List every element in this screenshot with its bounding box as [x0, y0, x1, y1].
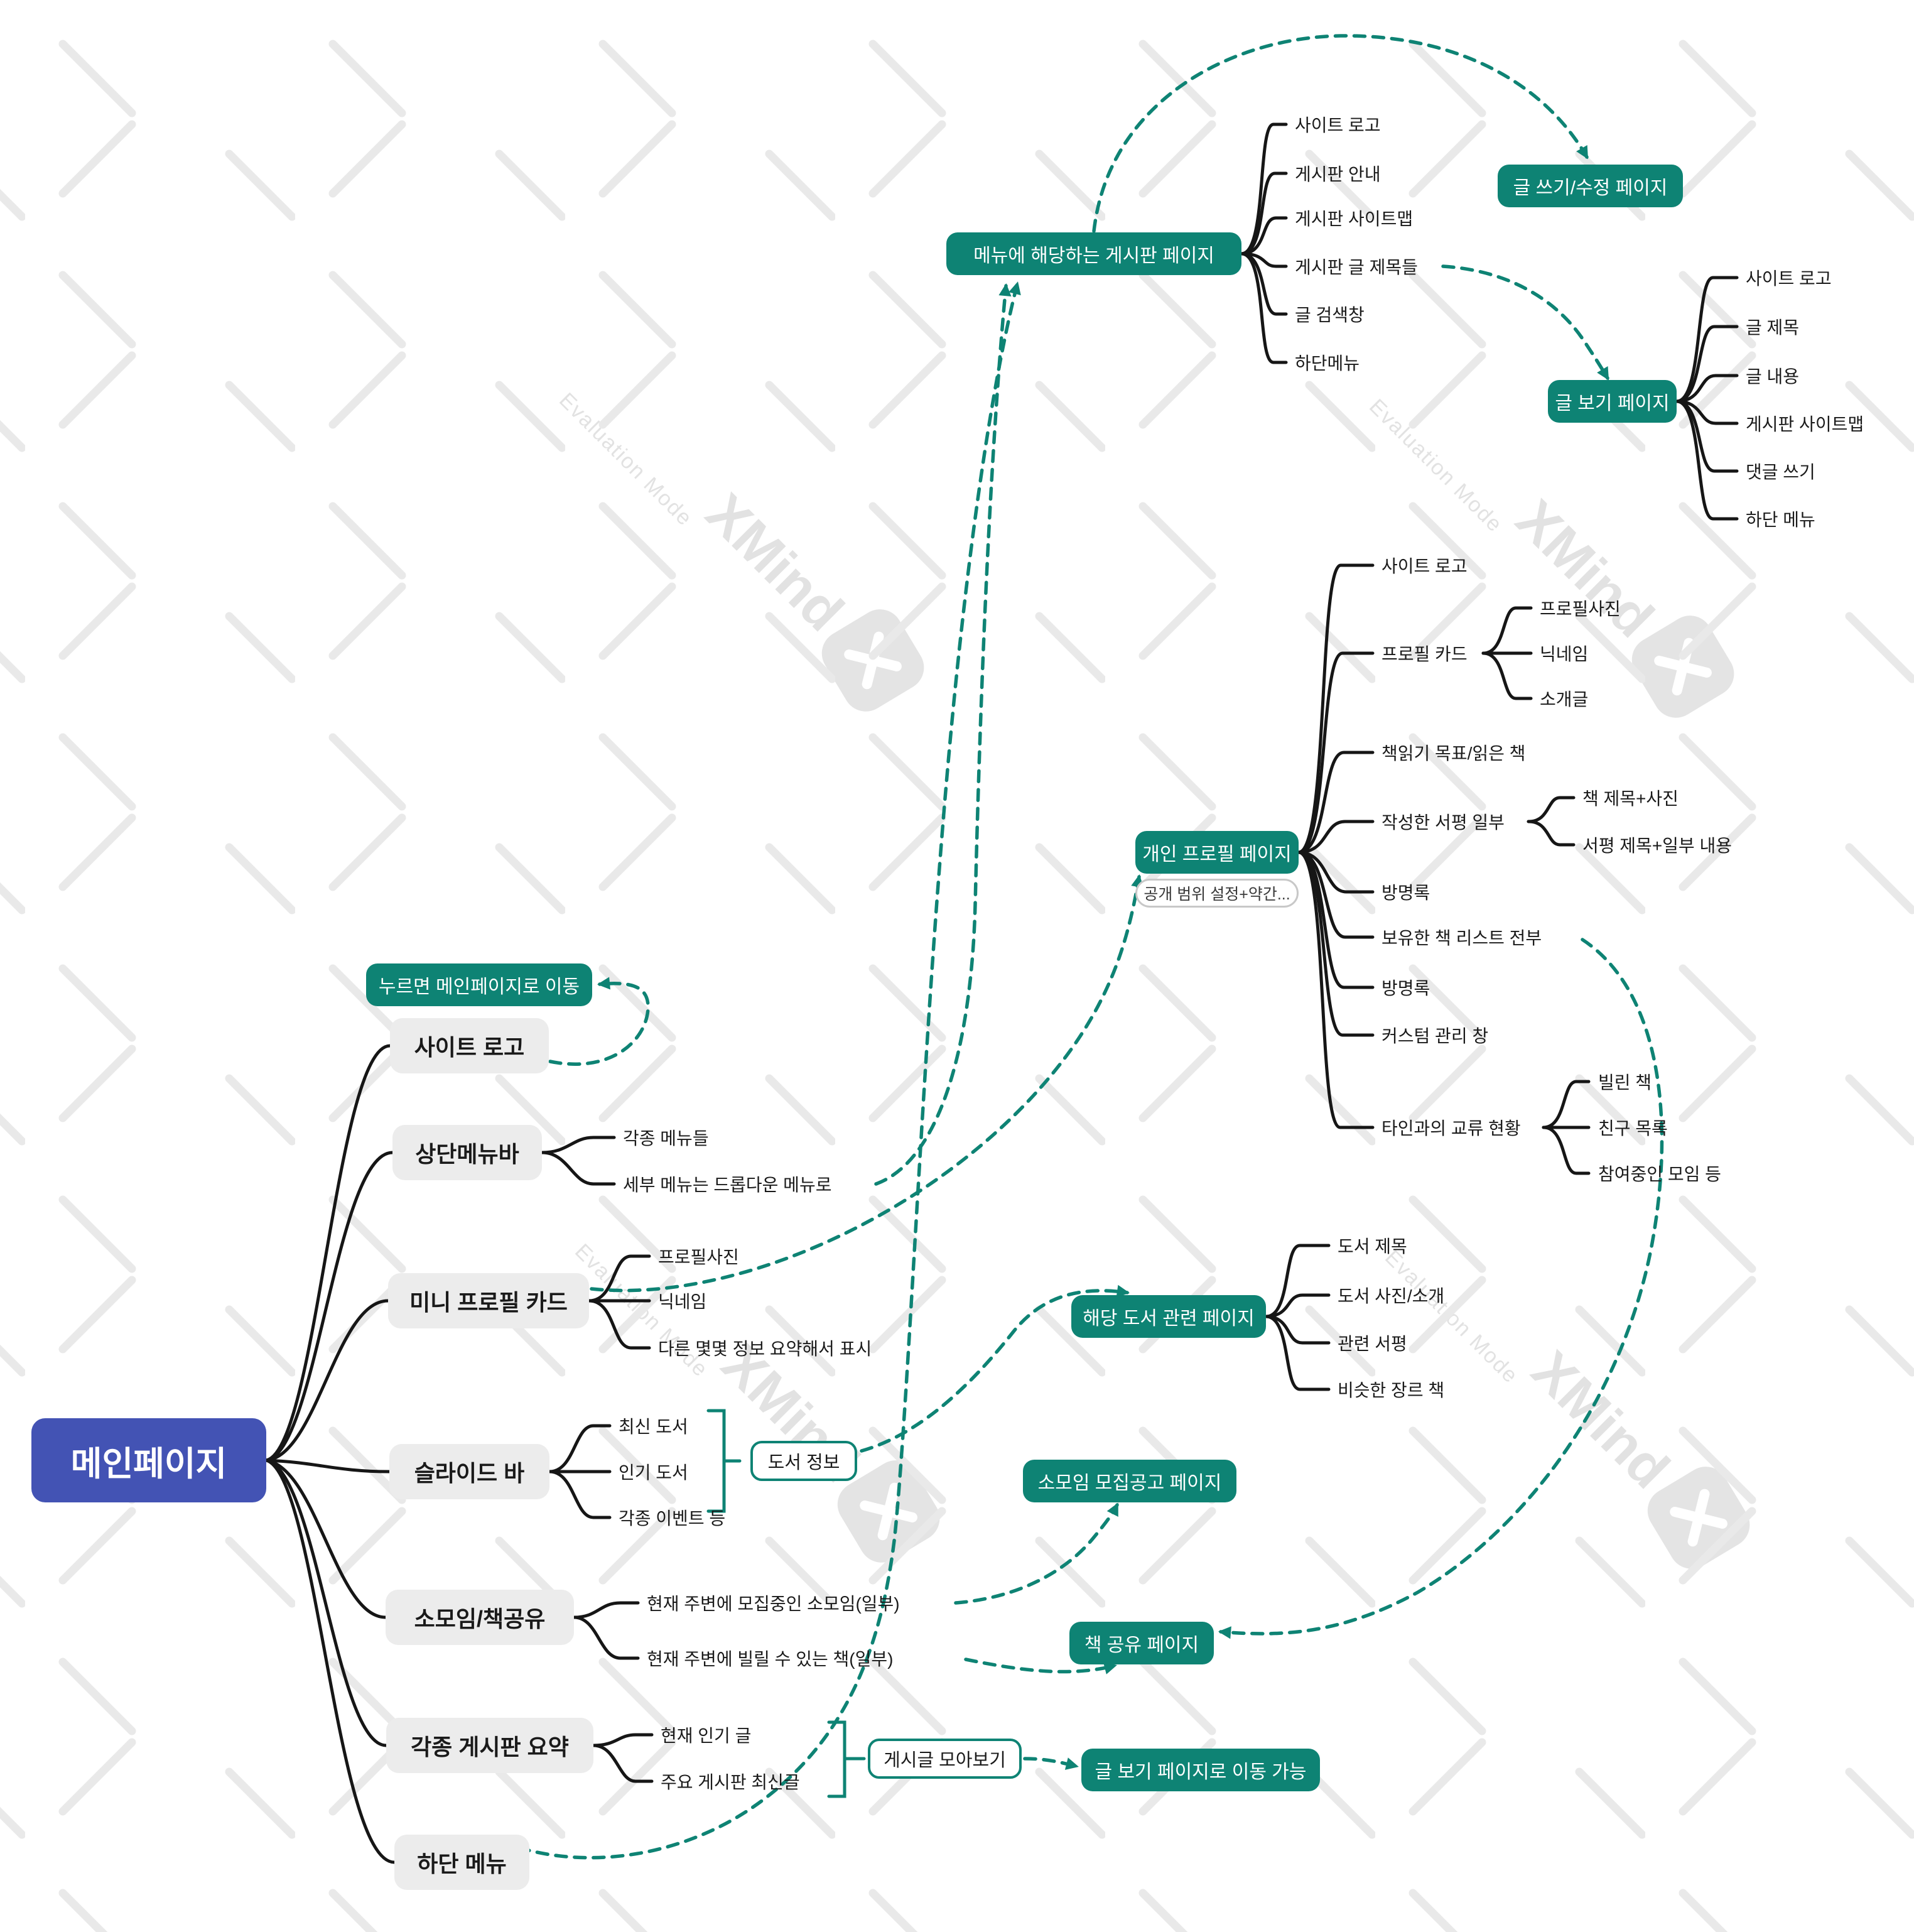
page-goto-main[interactable]: 누르면 메인페이지로 이동: [366, 963, 592, 1006]
leaf-new-books[interactable]: 최신 도서: [619, 1417, 688, 1436]
relationship-arrows: [499, 34, 1664, 1860]
leaf-view-title[interactable]: 글 제목: [1746, 318, 1800, 337]
topic-top-menu-bar[interactable]: 상단메뉴바: [392, 1125, 542, 1180]
leaf-review-book[interactable]: 책 제목+사진: [1582, 789, 1679, 808]
leaf-reading-goal[interactable]: 책읽기 목표/읽은 책: [1381, 744, 1526, 763]
leaf-owned-books[interactable]: 보유한 책 리스트 전부: [1381, 928, 1542, 948]
leaf-review-excerpt[interactable]: 서평 제목+일부 내용: [1582, 836, 1732, 855]
leaf-guestbook-1[interactable]: 방명록: [1381, 883, 1430, 903]
leaf-nickname[interactable]: 닉네임: [658, 1292, 707, 1311]
leaf-popular-books[interactable]: 인기 도서: [619, 1463, 688, 1482]
leaf-my-reviews[interactable]: 작성한 서평 일부: [1381, 813, 1505, 832]
leaf-guestbook-2[interactable]: 방명록: [1381, 979, 1430, 998]
topic-bottom-menu[interactable]: 하단 메뉴: [394, 1835, 529, 1890]
leaf-board-post-titles[interactable]: 게시판 글 제목들: [1295, 258, 1418, 277]
page-profile[interactable]: 개인 프로필 페이지: [1135, 831, 1299, 874]
page-goto-view[interactable]: 글 보기 페이지로 이동 가능: [1081, 1749, 1320, 1791]
leaf-books-nearby[interactable]: 현재 주변에 빌릴 수 있는 책(일부): [647, 1649, 894, 1669]
leaf-info-summary[interactable]: 다른 몇몇 정보 요약해서 표시: [658, 1339, 872, 1359]
leaf-view-sitemap[interactable]: 게시판 사이트맵: [1746, 415, 1864, 434]
topic-slide-bar[interactable]: 슬라이드 바: [389, 1444, 549, 1499]
leaf-profile-card-intro[interactable]: 소개글: [1540, 690, 1589, 709]
leaf-profile-site-logo[interactable]: 사이트 로고: [1381, 556, 1468, 576]
leaf-popular-posts[interactable]: 현재 인기 글: [661, 1726, 752, 1745]
page-group-recruit[interactable]: 소모임 모집공고 페이지: [1023, 1460, 1236, 1502]
leaf-profile-photo[interactable]: 프로필사진: [658, 1247, 739, 1267]
topic-board-digest[interactable]: 각종 게시판 요약: [386, 1718, 593, 1773]
leaf-profile-card[interactable]: 프로필 카드: [1381, 644, 1468, 664]
leaf-exchange-status[interactable]: 타인과의 교류 현황: [1381, 1119, 1521, 1138]
page-view-post[interactable]: 글 보기 페이지: [1548, 380, 1677, 423]
page-book-share[interactable]: 책 공유 페이지: [1069, 1622, 1214, 1664]
leaf-joined-groups[interactable]: 참여중인 모임 등: [1598, 1164, 1721, 1184]
topic-site-logo[interactable]: 사이트 로고: [390, 1018, 549, 1073]
leaf-book-reviews[interactable]: 관련 서평: [1338, 1334, 1407, 1354]
leaf-book-title[interactable]: 도서 제목: [1338, 1237, 1407, 1256]
leaf-view-bottom-menu[interactable]: 하단 메뉴: [1746, 510, 1815, 529]
leaf-menus[interactable]: 각종 메뉴들: [623, 1129, 709, 1148]
leaf-board-site-logo[interactable]: 사이트 로고: [1295, 116, 1381, 135]
leaf-board-bottom-menu[interactable]: 하단메뉴: [1295, 354, 1360, 373]
page-book-detail[interactable]: 해당 도서 관련 페이지: [1071, 1295, 1266, 1338]
profile-note[interactable]: 공개 범위 설정+약간...: [1135, 879, 1299, 908]
branch-lines: [264, 122, 1739, 1864]
leaf-profile-card-photo[interactable]: 프로필사진: [1540, 599, 1621, 619]
summary-post-collection[interactable]: 게시글 모아보기: [868, 1739, 1022, 1779]
leaf-view-site-logo[interactable]: 사이트 로고: [1746, 269, 1832, 288]
leaf-dropdown-menus[interactable]: 세부 메뉴는 드롭다운 메뉴로: [623, 1175, 832, 1195]
leaf-view-content[interactable]: 글 내용: [1746, 367, 1800, 386]
leaf-board-sitemap[interactable]: 게시판 사이트맵: [1295, 209, 1414, 229]
topic-mini-profile-card[interactable]: 미니 프로필 카드: [388, 1273, 589, 1328]
page-write-edit[interactable]: 글 쓰기/수정 페이지: [1498, 165, 1683, 207]
topic-group-book-share[interactable]: 소모임/책공유: [386, 1590, 574, 1645]
page-board[interactable]: 메뉴에 해당하는 게시판 페이지: [946, 232, 1241, 275]
leaf-latest-posts[interactable]: 주요 게시판 최신글: [661, 1772, 800, 1792]
leaf-profile-card-nickname[interactable]: 닉네임: [1540, 644, 1589, 664]
leaf-board-guide[interactable]: 게시판 안내: [1295, 165, 1381, 184]
leaf-custom-panel[interactable]: 커스텀 관리 창: [1381, 1026, 1489, 1046]
leaf-book-similar[interactable]: 비슷한 장르 책: [1338, 1381, 1445, 1400]
leaf-book-photo-intro[interactable]: 도서 사진/소개: [1338, 1286, 1445, 1306]
leaf-board-search[interactable]: 글 검색창: [1295, 305, 1365, 325]
leaf-friends-list[interactable]: 친구 목록: [1598, 1119, 1668, 1138]
summary-book-info[interactable]: 도서 정보: [750, 1441, 857, 1481]
root-topic-main-page[interactable]: 메인페이지: [31, 1418, 266, 1502]
leaf-groups-nearby[interactable]: 현재 주변에 모집중인 소모임(일부): [647, 1594, 900, 1614]
leaf-view-comment[interactable]: 댓글 쓰기: [1746, 462, 1815, 482]
leaf-borrowed-books[interactable]: 빌린 책: [1598, 1073, 1652, 1092]
leaf-events[interactable]: 각종 이벤트 등: [619, 1509, 726, 1528]
